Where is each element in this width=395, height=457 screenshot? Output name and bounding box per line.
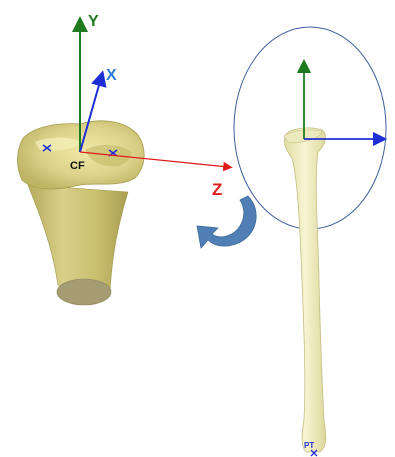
y-axis-label: Y bbox=[88, 13, 99, 30]
full-tibia-bone bbox=[284, 128, 325, 452]
full-tibia-model bbox=[284, 128, 326, 452]
z-axis-label: Z bbox=[212, 180, 222, 199]
x-axis-label: X bbox=[106, 67, 117, 84]
rotation-arrow-icon bbox=[197, 196, 256, 248]
pt-label: PT bbox=[304, 441, 314, 450]
proximal-tibia-shaft bbox=[28, 185, 128, 292]
cf-label: CF bbox=[70, 160, 85, 172]
proximal-tibia-cut-face bbox=[57, 279, 111, 305]
